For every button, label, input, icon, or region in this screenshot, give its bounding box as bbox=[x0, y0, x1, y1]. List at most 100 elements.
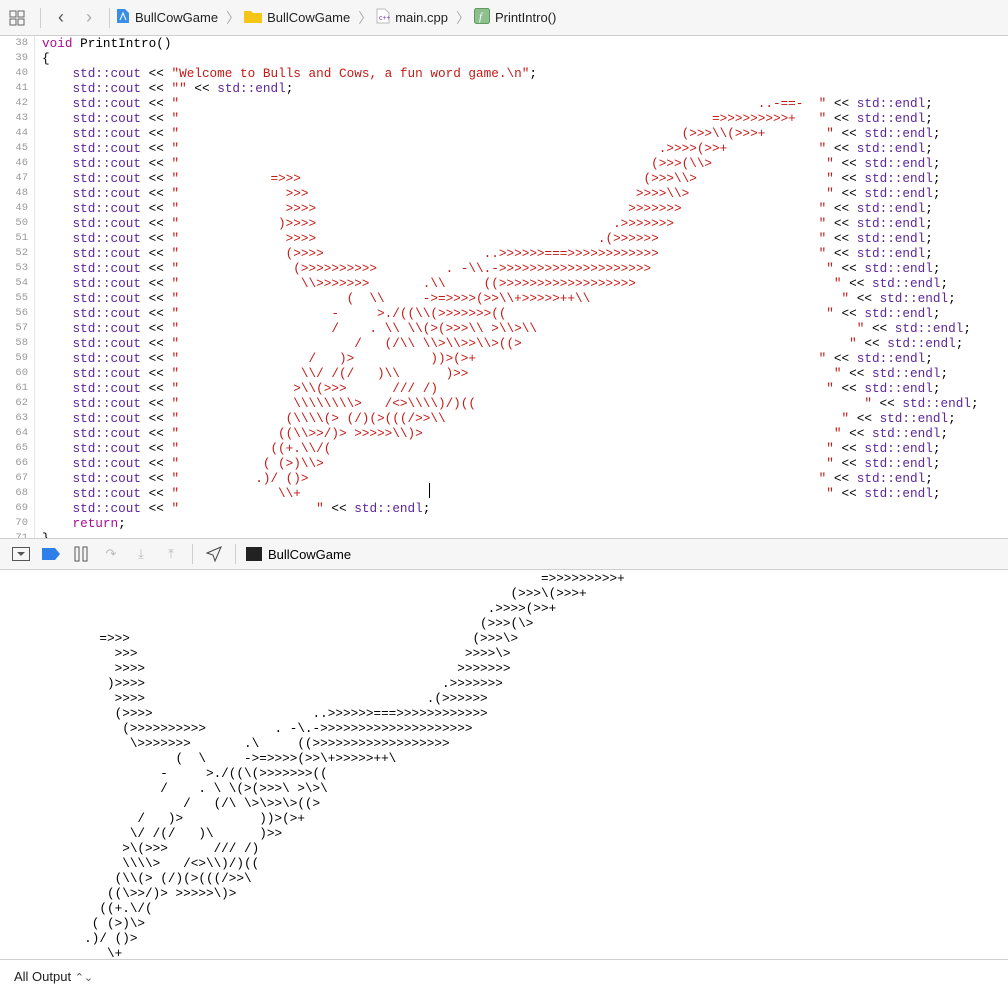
endl: std::endl bbox=[864, 261, 933, 276]
string-literal: " ..-==- " bbox=[171, 96, 827, 111]
endl: std::endl bbox=[856, 111, 926, 126]
line-number: 52 bbox=[15, 247, 28, 259]
operator: << bbox=[148, 501, 164, 516]
string-literal: " \\/ /(/ )\\ )>> " bbox=[171, 366, 842, 381]
operator: << bbox=[148, 66, 164, 81]
forward-arrow-icon[interactable]: › bbox=[86, 7, 92, 27]
output-line: ((\>>/)> >>>>>\)> bbox=[8, 886, 237, 901]
line-number: 62 bbox=[15, 397, 28, 409]
output-line: - >./((\(>>>>>>>(( bbox=[8, 766, 328, 781]
cout: std::cout bbox=[72, 246, 141, 261]
code-line: void PrintIntro() bbox=[42, 36, 979, 51]
string-literal: " \\+ " bbox=[171, 486, 834, 501]
code-line: std::cout << " (>>>> ..>>>>>>===>>>>>>>>… bbox=[72, 246, 933, 261]
line-number: 60 bbox=[15, 367, 28, 379]
output-filter-select[interactable]: All Output ⌃⌄ bbox=[14, 969, 93, 984]
svg-text:f: f bbox=[479, 11, 484, 23]
debug-bar: ↷ ⤓ ⤒ BullCowGame bbox=[0, 538, 1008, 570]
endl: std::endl bbox=[864, 306, 933, 321]
brace: { bbox=[42, 51, 50, 66]
keyword: void bbox=[42, 36, 73, 51]
string-literal: " ( \\ ->=>>>>(>>\\+>>>>>++\\ " bbox=[171, 291, 850, 306]
divider bbox=[109, 7, 110, 28]
line-number: 48 bbox=[15, 187, 28, 199]
cpp-file-icon: c++ bbox=[376, 8, 391, 27]
svg-text:c++: c++ bbox=[379, 15, 390, 22]
endl: std::endl bbox=[871, 366, 941, 381]
endl: std::endl bbox=[856, 201, 926, 216]
line-number: 40 bbox=[15, 67, 28, 79]
output-line: \+ bbox=[8, 946, 123, 959]
divider bbox=[40, 7, 41, 28]
output-line: )>>>> .>>>>>>> bbox=[8, 676, 503, 691]
endl: std::endl bbox=[864, 456, 933, 471]
line-number: 61 bbox=[15, 382, 28, 394]
pause-button[interactable] bbox=[66, 542, 96, 566]
cout: std::cout bbox=[72, 231, 141, 246]
breadcrumb-project-label: BullCowGame bbox=[135, 10, 219, 25]
step-out-button[interactable]: ⤒ bbox=[168, 546, 174, 561]
endl: std::endl bbox=[871, 276, 941, 291]
code-line: std::cout << " / . \\ \\(>(>>>\\ >\\>\\ … bbox=[72, 321, 971, 336]
simulate-location-icon[interactable] bbox=[199, 542, 229, 566]
step-into-button[interactable]: ⤓ bbox=[138, 546, 144, 561]
breadcrumb-symbol[interactable]: f PrintIntro() bbox=[473, 8, 556, 27]
code-line: std::cout << " ( (>)\\> " << std::endl; bbox=[72, 456, 941, 471]
string-literal: " ((+.\\/( " bbox=[171, 441, 834, 456]
string-literal: " - >./((\\(>>>>>>>(( " bbox=[171, 306, 834, 321]
code-line: std::cout << "" << std::endl; bbox=[72, 81, 294, 96]
string-literal: " >>>> >>>>>>> " bbox=[171, 201, 827, 216]
related-items-grid-icon[interactable] bbox=[0, 10, 34, 26]
cout: std::cout bbox=[72, 66, 141, 81]
cout: std::cout bbox=[72, 216, 141, 231]
breadcrumb-folder[interactable]: BullCowGame bbox=[244, 9, 350, 26]
breadcrumb-file[interactable]: c++ main.cpp bbox=[376, 8, 448, 27]
cout: std::cout bbox=[72, 261, 141, 276]
output-line: >\(>>> /// /) bbox=[8, 841, 260, 856]
process-name: BullCowGame bbox=[268, 546, 352, 562]
string-literal: " / . \\ \\(>(>>>\\ >\\>\\ " bbox=[171, 321, 865, 336]
output-line: >>> >>>>\> bbox=[8, 646, 511, 661]
string-literal: "Welcome to Bulls and Cows, a fun word g… bbox=[171, 66, 530, 81]
step-over-button[interactable]: ↷ bbox=[105, 546, 117, 561]
cout: std::cout bbox=[72, 321, 141, 336]
cout: std::cout bbox=[72, 411, 141, 426]
line-number: 57 bbox=[15, 322, 28, 334]
cout: std::cout bbox=[72, 366, 141, 381]
line-number: 58 bbox=[15, 337, 28, 349]
cout: std::cout bbox=[72, 171, 141, 186]
output-line: =>>>>>>>>>+ bbox=[8, 571, 625, 586]
breadcrumb-folder-label: BullCowGame bbox=[267, 10, 351, 25]
breadcrumb-project[interactable]: BullCowGame bbox=[116, 8, 218, 27]
code-line: std::cout << " .>>>>(>>+ " << std::endl; bbox=[72, 141, 933, 156]
console-output[interactable]: =>>>>>>>>>+ (>>>\(>>>+ .>>>>(>>+ bbox=[8, 571, 1008, 959]
code-line: std::cout << " .)/ ()> " << std::endl; bbox=[72, 471, 933, 486]
hide-debug-area-button[interactable] bbox=[6, 542, 36, 566]
code-area[interactable]: void PrintIntro() { std::cout << "Welcom… bbox=[42, 36, 979, 538]
line-number: 67 bbox=[15, 472, 28, 484]
string-literal: " ((\\>>/)> >>>>>\\)> " bbox=[171, 426, 842, 441]
ascii-art-code-block: std::cout << " ..-==- " << std::endl; st… bbox=[42, 96, 978, 501]
function-icon: f bbox=[473, 8, 490, 27]
breakpoints-toggle-icon[interactable] bbox=[36, 542, 66, 566]
output-line: =>>> (>>>\> bbox=[8, 631, 519, 646]
code-line: std::cout << " =>>> (>>>\\> " << std::en… bbox=[72, 171, 941, 186]
operator: << bbox=[331, 501, 347, 516]
endl: std::endl bbox=[217, 81, 286, 96]
code-line: std::cout << " \\+ " << std::endl; bbox=[72, 486, 941, 501]
line-number: 66 bbox=[15, 457, 28, 469]
back-arrow-icon[interactable]: ‹ bbox=[58, 7, 64, 27]
endl: std::endl bbox=[856, 471, 926, 486]
output-line: (>>>(\> bbox=[8, 616, 534, 631]
string-literal: " )>>>> .>>>>>>> " bbox=[171, 216, 827, 231]
endl: std::endl bbox=[902, 396, 971, 411]
endl: std::endl bbox=[856, 246, 926, 261]
line-number: 49 bbox=[15, 202, 28, 214]
cout: std::cout bbox=[72, 111, 141, 126]
xcode-project-icon bbox=[116, 8, 130, 27]
output-line: / . \ \(>(>>>\ >\>\ bbox=[8, 781, 328, 796]
code-line: std::cout << " ( \\ ->=>>>>(>>\\+>>>>>++… bbox=[72, 291, 956, 306]
line-number: 54 bbox=[15, 277, 28, 289]
cout: std::cout bbox=[72, 156, 141, 171]
